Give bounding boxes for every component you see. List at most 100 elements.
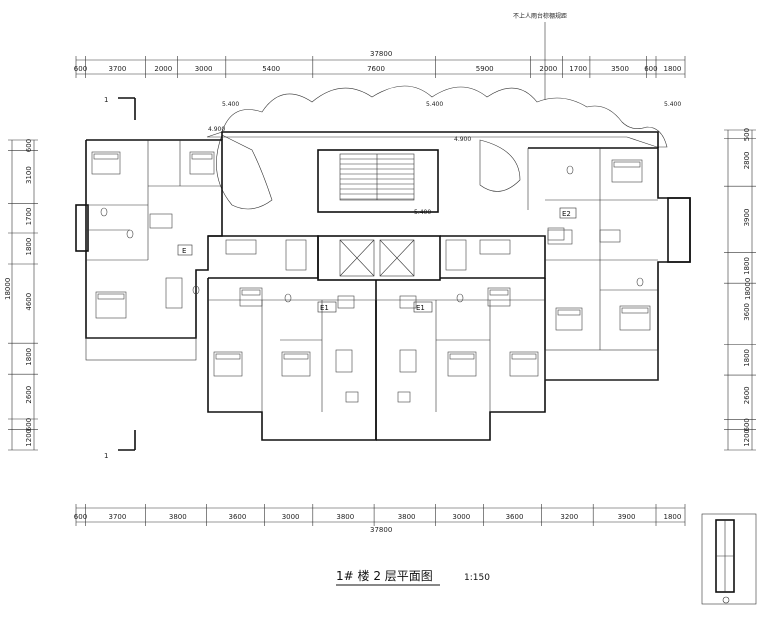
left-dimension-label: 1800	[25, 348, 33, 366]
bottom-dimension-label: 3600	[506, 513, 524, 521]
bottom-total-dimension: 37800	[370, 526, 392, 534]
sofa-icon	[335, 349, 353, 373]
svg-text:5.400: 5.400	[664, 101, 681, 108]
right-dimension-label: 1800	[743, 349, 751, 367]
bottom-dimension-label: 3200	[560, 513, 578, 521]
top-dimension-label: 5400	[262, 65, 280, 73]
revision-cloud-left-lobe	[216, 134, 273, 210]
revision-cloud-right-lobe	[479, 139, 521, 192]
toilet-icon	[284, 293, 292, 303]
top-note: 不上人雨台棕棚规距	[513, 12, 567, 20]
bottom-dimension-label: 3000	[452, 513, 470, 521]
toilet-icon	[192, 285, 200, 295]
bed-icon	[95, 291, 127, 319]
kitchen-counter-icon	[225, 239, 257, 255]
unit-label-e1-left: E1	[320, 304, 329, 312]
dining-table-icon	[399, 295, 417, 309]
kitchen-counter-icon	[285, 239, 307, 271]
top-dimension-label: 600	[644, 65, 657, 73]
bed-icon	[611, 159, 643, 183]
bottom-dimension-label: 1800	[664, 513, 682, 521]
toilet-icon	[636, 277, 644, 287]
left-dimension-label: 600	[25, 418, 33, 431]
dining-table-icon	[345, 391, 359, 403]
svg-text:5.400: 5.400	[222, 101, 239, 108]
left-dimension-label: 2600	[25, 386, 33, 404]
bed-icon	[213, 351, 243, 377]
bottom-dimension-label: 3800	[398, 513, 416, 521]
right-dimension-label: 600	[743, 418, 751, 431]
bed-icon	[509, 351, 539, 377]
toilet-icon	[456, 293, 464, 303]
left-dimension-label: 1200	[25, 429, 33, 447]
top-dimension-label: 1700	[569, 65, 587, 73]
right-total-dimension: 18000	[744, 278, 752, 300]
bed-icon	[447, 351, 477, 377]
svg-text:1: 1	[104, 452, 108, 460]
toilet-icon	[100, 207, 108, 217]
top-dimension-label: 3700	[109, 65, 127, 73]
left-dimension-label: 600	[25, 139, 33, 152]
top-dimension-label: 3500	[611, 65, 629, 73]
top-dimension-label: 1800	[664, 65, 682, 73]
bed-icon	[487, 287, 511, 307]
left-dimension-label: 3100	[25, 166, 33, 184]
bed-icon	[189, 151, 215, 175]
top-dimension-label: 5900	[476, 65, 494, 73]
left-total-dimension: 18000	[4, 278, 12, 300]
toilet-icon	[566, 165, 574, 175]
toilet-icon	[126, 229, 134, 239]
svg-text:1: 1	[104, 96, 108, 104]
right-dimension-label: 3600	[743, 303, 751, 321]
bed-icon	[555, 307, 583, 331]
sofa-icon	[547, 229, 573, 245]
building-walls	[75, 131, 691, 441]
top-dimension-label: 600	[74, 65, 87, 73]
unit-label-e1-right: E1	[416, 304, 425, 312]
left-dimension-label: 1700	[25, 208, 33, 226]
svg-text:4.900: 4.900	[208, 126, 225, 133]
left-dimension-label: 4600	[25, 293, 33, 311]
right-dimension-label: 2800	[743, 151, 751, 169]
elevation-marks: 5.400 5.400 5.400 4.900 4.900 5.400	[208, 101, 681, 216]
kitchen-counter-icon	[445, 239, 467, 271]
bottom-dimension-label: 3800	[169, 513, 187, 521]
right-dimension-label: 1800	[743, 257, 751, 275]
sofa-icon	[165, 277, 183, 309]
dining-table-icon	[547, 227, 565, 241]
bottom-dimension-label: 3600	[229, 513, 247, 521]
drawing-title: 1# 楼 2 层平面图	[336, 568, 433, 583]
top-total-dimension: 37800	[370, 50, 392, 58]
dining-table-icon	[337, 295, 355, 309]
top-dimension-label: 7600	[367, 65, 385, 73]
right-dimension-label: 500	[743, 128, 751, 141]
top-dimension-label: 3000	[195, 65, 213, 73]
dining-table-icon	[397, 391, 411, 403]
drawing-scale: 1:150	[464, 573, 490, 583]
bed-icon	[91, 151, 121, 175]
section-mark-bottom: 1	[104, 430, 136, 460]
bottom-dimension-label: 3900	[618, 513, 636, 521]
top-dimension-chain: 37800 600 3700 2000 3000 5400 7600 5900 2000 170…	[74, 50, 686, 78]
svg-text:4.900: 4.900	[454, 136, 471, 143]
top-dimension-label: 2000	[539, 65, 557, 73]
kitchen-counter-icon	[479, 239, 511, 255]
sofa-icon	[399, 349, 417, 373]
unit-labels: E E1 E1 E2	[177, 207, 577, 313]
sofa-icon	[599, 229, 621, 243]
section-mark-top: 1	[104, 96, 136, 120]
bed-icon	[619, 305, 651, 331]
bottom-dimension-label: 3800	[336, 513, 354, 521]
right-dimension-label: 2600	[743, 386, 751, 404]
dining-table-icon	[149, 213, 173, 229]
stair	[339, 153, 415, 201]
top-dimension-label: 2000	[154, 65, 172, 73]
bottom-dimension-label: 3000	[282, 513, 300, 521]
bed-icon	[281, 351, 311, 377]
left-dimension-label: 1800	[25, 238, 33, 256]
bed-icon	[239, 287, 263, 307]
right-dimension-label: 1200	[743, 429, 751, 447]
